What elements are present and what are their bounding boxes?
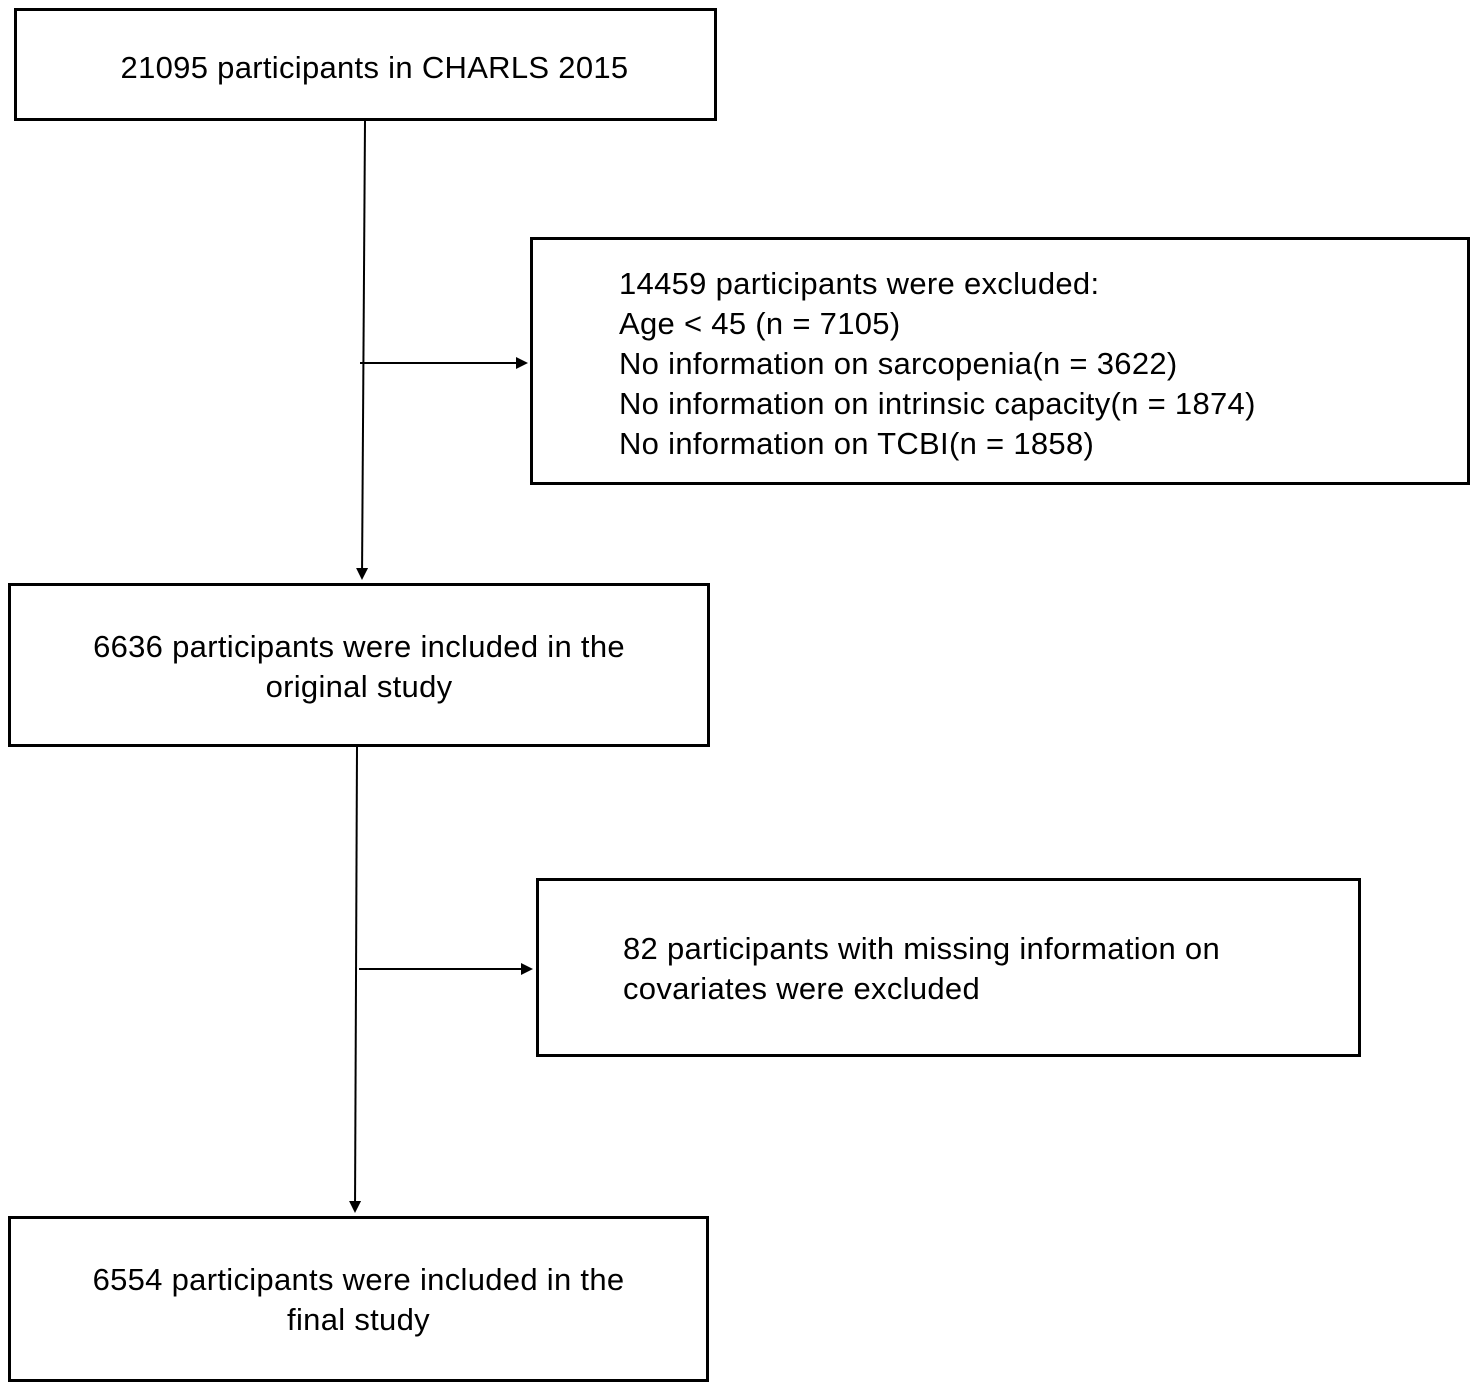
exclusion-criteria-text: 14459 participants were excluded: Age < … (619, 264, 1467, 464)
original-study-box: 6636 participants were included in the o… (8, 583, 710, 747)
original-study-line-1: 6636 participants were included in the (93, 629, 625, 664)
covariate-exclusion-line-1: 82 participants with missing information… (623, 931, 1221, 966)
start-population-line: 21095 participants in CHARLS 2015 (120, 50, 629, 85)
covariate-exclusion-text: 82 participants with missing information… (623, 929, 1358, 1009)
arrow-start-to-original (356, 120, 369, 580)
covariate-exclusion-box: 82 participants with missing information… (536, 878, 1361, 1057)
final-study-line-2: final study (287, 1302, 430, 1337)
exclusion-criteria-heading: 14459 participants were excluded: (619, 266, 1100, 301)
exclusion-criteria-age: Age < 45 (n = 7105) (619, 306, 901, 341)
exclusion-criteria-sarcopenia: No information on sarcopenia(n = 3622) (619, 346, 1178, 381)
exclusion-criteria-tcbi: No information on TCBI(n = 1858) (619, 426, 1095, 461)
exclusion-criteria-intrinsic-capacity: No information on intrinsic capacity(n =… (619, 386, 1256, 421)
final-study-line-1: 6554 participants were included in the (92, 1262, 625, 1297)
original-study-text: 6636 participants were included in the o… (11, 627, 707, 707)
start-population-box: 21095 participants in CHARLS 2015 (14, 8, 717, 121)
original-study-line-2: original study (265, 669, 453, 704)
final-study-text: 6554 participants were included in the f… (11, 1260, 706, 1340)
arrow-original-to-final (349, 746, 362, 1213)
covariate-exclusion-line-2: covariates were excluded (623, 971, 980, 1006)
start-population-text: 21095 participants in CHARLS 2015 (17, 48, 714, 88)
exclusion-criteria-box: 14459 participants were excluded: Age < … (530, 237, 1470, 485)
final-study-box: 6554 participants were included in the f… (8, 1216, 709, 1382)
